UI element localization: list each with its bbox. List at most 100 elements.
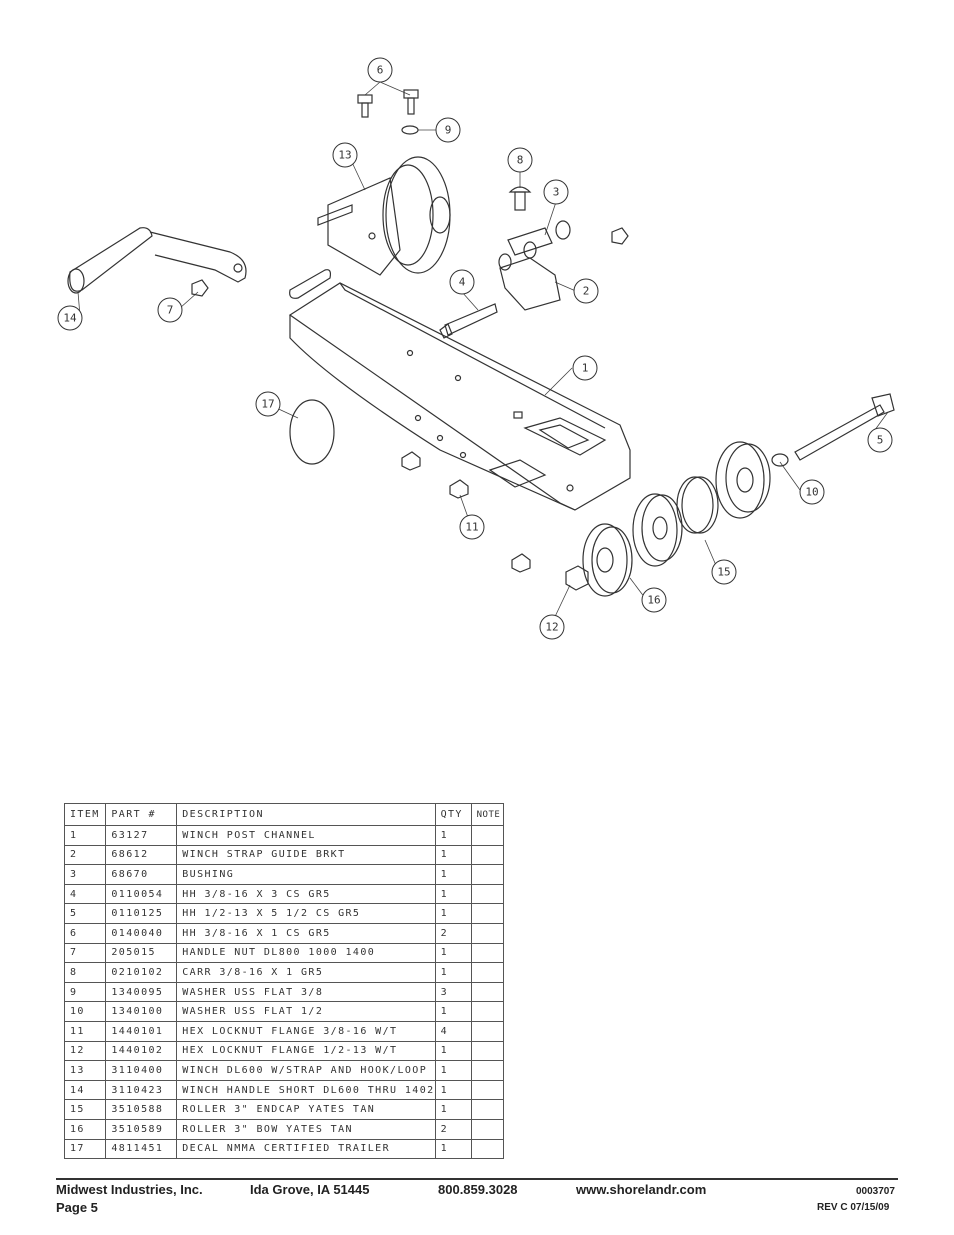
item-cell: 16: [63, 1118, 107, 1140]
item-cell: 4: [63, 883, 107, 905]
svg-text:14: 14: [63, 312, 77, 325]
qty-cell: 1: [434, 1060, 472, 1081]
callout-12: 12: [539, 614, 565, 640]
description-cell: ROLLER 3" ENDCAP YATES TAN: [176, 1099, 436, 1120]
svg-text:2: 2: [583, 285, 590, 298]
note-cell: [470, 1099, 505, 1120]
callout-6: 6: [367, 57, 393, 83]
item-cell: 15: [63, 1099, 107, 1120]
note-cell: [470, 922, 505, 944]
note-cell: [470, 1040, 505, 1062]
qty-cell: 1: [434, 825, 472, 846]
svg-text:16: 16: [647, 594, 660, 607]
part-number-cell: 3110400: [105, 1060, 178, 1081]
callout-14: 14: [57, 305, 83, 331]
description-cell: HH 3/8-16 X 3 CS GR5: [176, 883, 436, 905]
qty-cell: 1: [434, 883, 472, 905]
svg-text:7: 7: [167, 304, 174, 317]
svg-text:5: 5: [877, 434, 884, 447]
part-number-cell: 68612: [105, 844, 178, 866]
note-cell: [470, 1020, 505, 1042]
winch-handle: [67, 227, 247, 297]
footer-company: Midwest Industries, Inc.: [56, 1182, 203, 1197]
svg-text:13: 13: [338, 149, 351, 162]
callout-5: 5: [867, 427, 893, 453]
svg-text:8: 8: [517, 154, 524, 167]
note-cell: [470, 981, 505, 1003]
header-item: ITEM: [63, 803, 107, 826]
description-cell: DECAL NMMA CERTIFIED TRAILER: [176, 1138, 436, 1160]
footer-doc-number: 0003707: [856, 1186, 895, 1197]
note-cell: [470, 962, 505, 983]
winch-assembly: [317, 156, 451, 276]
callout-8: 8: [507, 147, 533, 173]
footer-revision: REV C 07/15/09: [817, 1202, 890, 1213]
note-cell: [470, 844, 505, 866]
qty-cell: 1: [434, 942, 472, 964]
item-cell: 9: [63, 981, 107, 1003]
part-number-cell: 0210102: [105, 962, 178, 983]
note-cell: [470, 883, 505, 905]
note-cell: [470, 825, 505, 846]
leader-lines: [77, 81, 889, 624]
svg-text:11: 11: [465, 521, 478, 534]
item-cell: 8: [63, 962, 107, 983]
item-cell: 12: [63, 1040, 107, 1062]
svg-text:9: 9: [445, 124, 452, 137]
description-cell: WASHER USS FLAT 1/2: [176, 1001, 436, 1022]
item-cell: 2: [63, 844, 107, 866]
item-cell: 5: [63, 903, 107, 924]
callout-2: 2: [573, 278, 599, 304]
item-cell: 14: [63, 1079, 107, 1101]
note-cell: [470, 1060, 505, 1081]
part-number-cell: 4811451: [105, 1138, 178, 1160]
qty-cell: 1: [434, 864, 472, 885]
item-cell: 3: [63, 864, 107, 885]
part-number-cell: 3510588: [105, 1099, 178, 1120]
qty-cell: 1: [434, 1138, 472, 1160]
item-cell: 17: [63, 1138, 107, 1160]
note-cell: [470, 864, 505, 885]
qty-cell: 1: [434, 962, 472, 983]
qty-cell: 1: [434, 1040, 472, 1062]
svg-text:15: 15: [717, 566, 730, 579]
note-cell: [470, 903, 505, 924]
description-cell: HH 3/8-16 X 1 CS GR5: [176, 922, 436, 944]
qty-cell: 1: [434, 1079, 472, 1101]
description-cell: ROLLER 3" BOW YATES TAN: [176, 1118, 436, 1140]
callout-7: 7: [157, 297, 183, 323]
callout-4: 4: [449, 269, 475, 295]
qty-cell: 1: [434, 844, 472, 866]
description-cell: HH 1/2-13 X 5 1/2 CS GR5: [176, 903, 436, 924]
qty-cell: 3: [434, 981, 472, 1003]
callout-9: 9: [435, 117, 461, 143]
part-number-cell: 1340095: [105, 981, 178, 1003]
note-cell: [470, 1079, 505, 1101]
description-cell: HANDLE NUT DL800 1000 1400: [176, 942, 436, 964]
part-number-cell: 0110125: [105, 903, 178, 924]
part-number-cell: 3510589: [105, 1118, 178, 1140]
callout-3: 3: [543, 179, 569, 205]
callout-bubbles: 1 2 3 4 5 6 7 8 9 10 11 12 13 14 15 16 1…: [57, 57, 893, 640]
footer-location: Ida Grove, IA 51445: [250, 1182, 370, 1197]
callout-11: 11: [459, 514, 485, 540]
note-cell: [470, 942, 505, 964]
part-number-cell: 1340100: [105, 1001, 178, 1022]
decal: [289, 399, 335, 465]
description-cell: WINCH POST CHANNEL: [176, 825, 436, 846]
description-cell: WINCH HANDLE SHORT DL600 THRU 1402: [176, 1079, 436, 1101]
svg-text:1: 1: [582, 362, 589, 375]
